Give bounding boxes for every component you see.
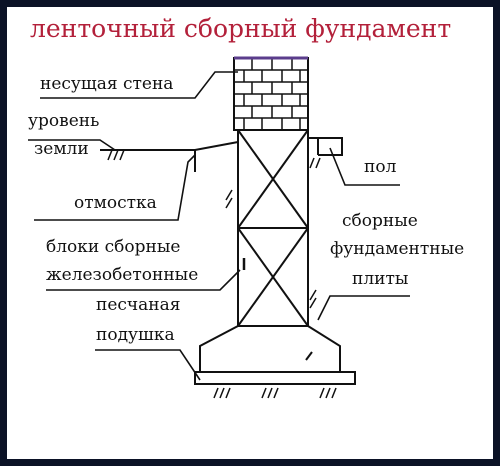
leader-floor (329, 147, 400, 186)
label-blocks-1: блоки сборные (46, 237, 181, 257)
label-sand-cushion-2: подушка (96, 325, 175, 345)
label-slabs-2: фундаментные (330, 239, 465, 259)
label-blocks-2: железобетонные (46, 265, 199, 285)
sand-cushion (194, 371, 356, 385)
leader-blind-area (34, 154, 196, 221)
label-slabs-3: плиты (352, 269, 409, 289)
leader-slabs (317, 295, 410, 321)
leader-blocks (46, 269, 241, 291)
floor-line (308, 137, 343, 156)
label-blind-area: отмостка (74, 193, 157, 213)
leader-sand-cushion (95, 349, 201, 381)
label-ground-level-1: уровень (28, 111, 100, 131)
diagram-title: ленточный сборный фундамент (30, 14, 452, 43)
leader-ground-level (28, 139, 116, 151)
soil-hatching (213, 387, 337, 399)
ground-line (100, 141, 239, 151)
leader-wall (40, 71, 238, 99)
label-ground-level-2: земли (34, 139, 89, 159)
label-wall: несущая стена (40, 74, 174, 94)
brick-courses (234, 58, 308, 130)
label-sand-cushion-1: песчаная (96, 295, 181, 315)
foundation-slab (199, 325, 341, 373)
label-slabs-1: сборные (342, 211, 418, 231)
label-floor: пол (364, 157, 397, 177)
